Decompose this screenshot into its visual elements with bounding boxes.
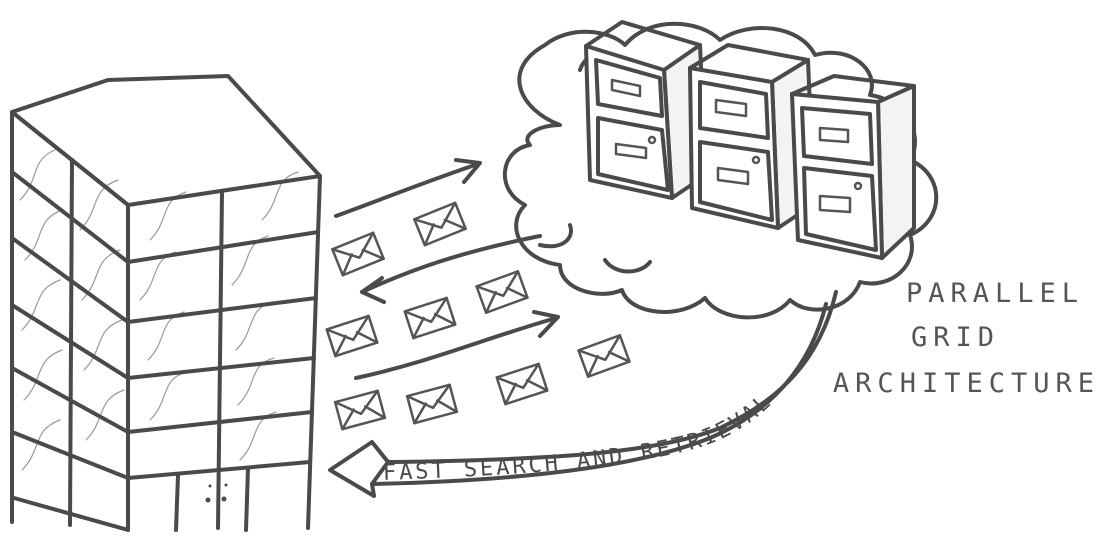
envelope-icon (331, 231, 385, 277)
label-line-architecture: ARCHITECTURE (833, 368, 1100, 399)
arrow-to-cloud-upper (334, 158, 482, 218)
hatch-stroke (19, 149, 56, 201)
envelope-icon (475, 270, 529, 314)
hatch-stroke (85, 389, 125, 441)
hatch-stroke (83, 319, 123, 371)
hatch-stroke (149, 371, 187, 421)
retrieval-arrow-icon (328, 290, 838, 498)
label-line-grid: GRID (911, 322, 1000, 353)
envelope-icon (495, 362, 549, 406)
arrow-to-cloud-lower (354, 310, 560, 380)
architecture-label: PARALLEL GRID ARCHITECTURE (833, 278, 1100, 399)
hatch-stroke (24, 209, 63, 261)
filing-cabinet-icon-3 (790, 74, 916, 260)
hatch-stroke (21, 279, 61, 331)
filing-cabinet-icon-1 (584, 20, 708, 200)
envelope-icon (405, 383, 459, 425)
office-building-icon (10, 74, 322, 532)
envelope-icon (577, 334, 631, 378)
envelope-icon (333, 389, 387, 431)
envelope-icon (403, 296, 457, 340)
arrow-to-building-middle (360, 234, 542, 304)
envelope-icon (325, 314, 379, 358)
hatch-stroke (231, 235, 269, 286)
hatch-stroke (23, 349, 63, 401)
envelope-icon (413, 201, 467, 247)
hatch-stroke (237, 357, 275, 406)
hatch-stroke (79, 179, 119, 231)
hatch-stroke (261, 171, 299, 221)
hatch-stroke (149, 191, 187, 241)
label-line-parallel: PARALLEL (906, 278, 1084, 309)
envelope-group (325, 201, 631, 431)
